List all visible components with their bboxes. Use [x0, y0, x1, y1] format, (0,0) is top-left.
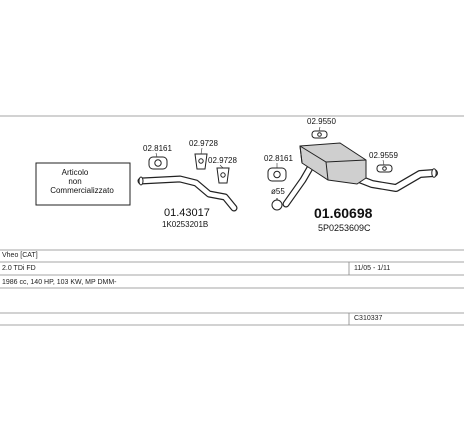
- pipe-oe-number: 1K0253201B: [162, 220, 208, 229]
- muffler-oe-number: 5P0253609C: [318, 223, 371, 233]
- vehicle-model: Vheo [CAT]: [2, 252, 38, 259]
- rubber-mount-icon-2: [267, 167, 287, 182]
- bracket-b-number: 02.9728: [189, 139, 218, 148]
- hanger-top-number: 02.9550: [307, 117, 336, 126]
- hanger-right-number: 02.9559: [369, 151, 398, 160]
- clamp-diameter: ø55: [271, 187, 285, 196]
- vehicle-specs: 1986 cc, 140 HP, 103 KW, MP DMM-: [2, 279, 117, 286]
- leader-lines: [155, 126, 385, 169]
- hanger-c-icon: [216, 167, 230, 184]
- hanger-right-icon: [376, 164, 393, 173]
- notice-line-2: non: [68, 177, 81, 186]
- catalog-code: C310337: [354, 315, 383, 322]
- info-table: [0, 249, 464, 326]
- hanger-top-icon: [311, 130, 328, 139]
- notice-box: [35, 162, 131, 206]
- bracket-d-number: 02.8161: [264, 154, 293, 163]
- rubber-mount-icon: [148, 156, 168, 170]
- bracket-a-number: 02.8161: [143, 144, 172, 153]
- vehicle-engine: 2.0 TDi FD: [2, 265, 36, 272]
- vehicle-years: 11/05 - 1/11: [354, 265, 391, 272]
- muffler-part-number: 01.60698: [314, 205, 373, 221]
- notice-line-1: Articolo: [62, 168, 89, 177]
- clamp-icon: [271, 198, 283, 211]
- pipe-part-number: 01.43017: [164, 207, 210, 219]
- hanger-b-icon: [194, 153, 208, 170]
- notice-line-3: Commercializzato: [50, 186, 114, 195]
- muffler-box: [299, 142, 367, 185]
- front-pipe-icon: [137, 175, 238, 212]
- bracket-c-number: 02.9728: [208, 156, 237, 165]
